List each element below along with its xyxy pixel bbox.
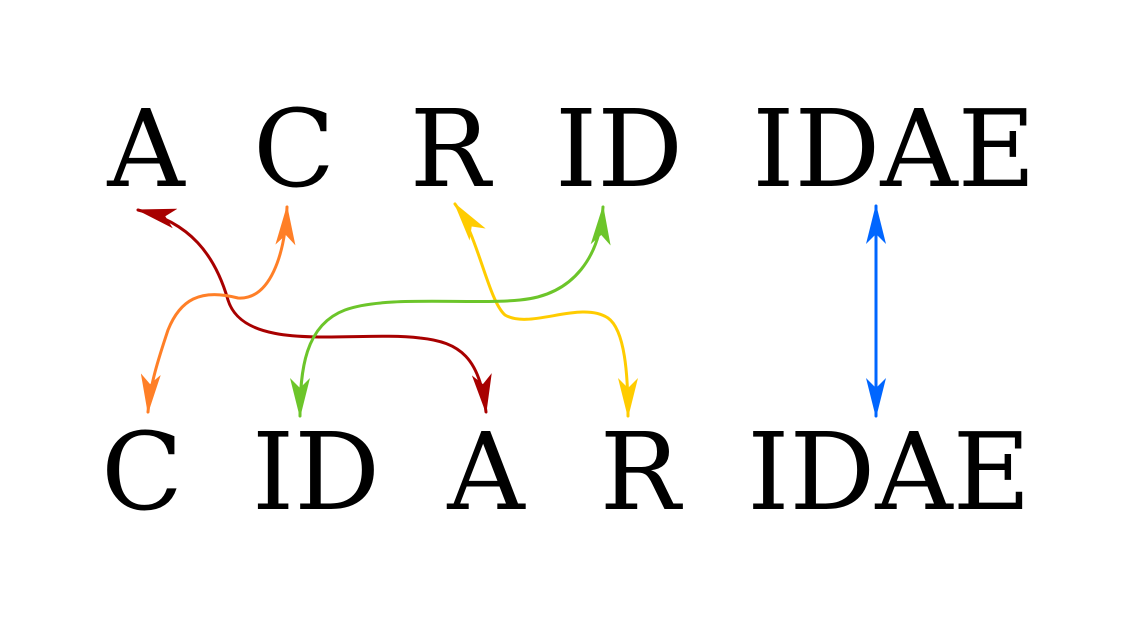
arrow-a bbox=[136, 208, 492, 414]
arrow-c bbox=[140, 205, 296, 414]
top-token-c: C bbox=[253, 88, 335, 212]
arrow-id bbox=[290, 205, 611, 418]
bottom-token-idae: IDAE bbox=[747, 411, 1030, 535]
bottom-token-id: ID bbox=[252, 411, 380, 535]
top-token-idae: IDAE bbox=[752, 88, 1035, 212]
top-token-r: R bbox=[410, 88, 494, 212]
bottom-token-r: R bbox=[600, 411, 684, 535]
bottom-token-c: C bbox=[101, 411, 183, 535]
bottom-token-a: A bbox=[446, 411, 526, 535]
top-token-id: ID bbox=[555, 88, 683, 212]
top-token-a: A bbox=[106, 88, 186, 212]
